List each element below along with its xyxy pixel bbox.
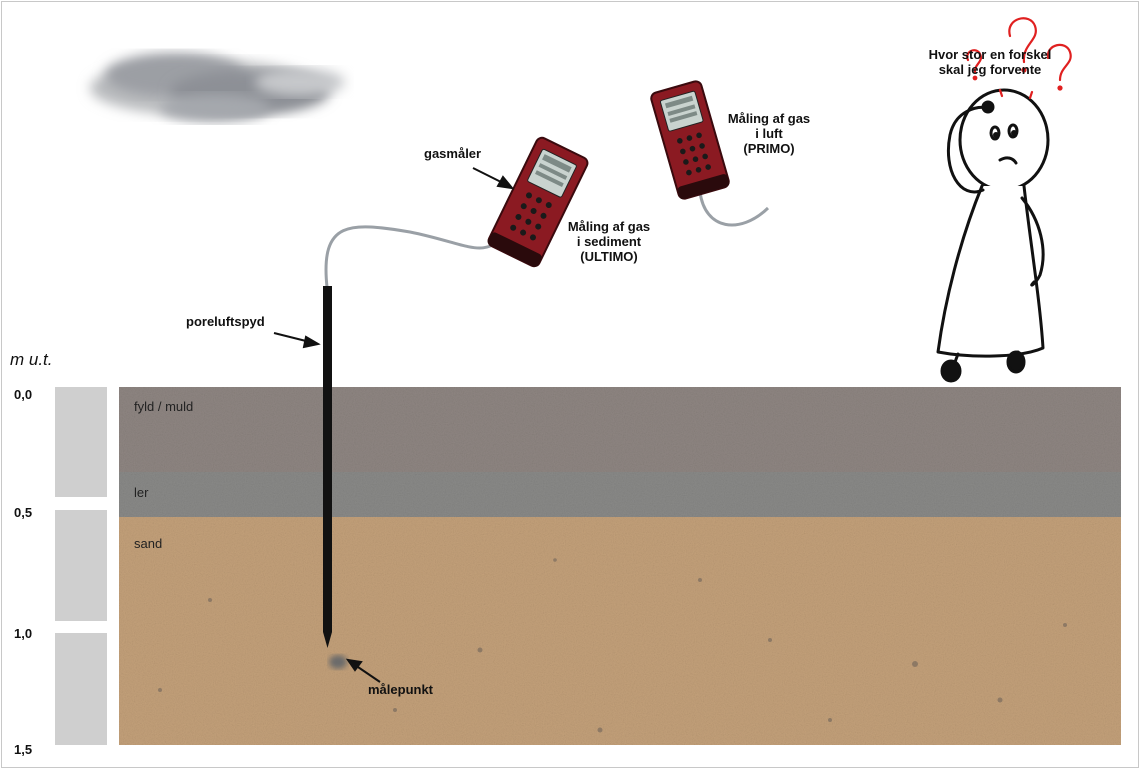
label-sediment-line3: (ULTIMO): [580, 249, 638, 264]
question-line1: Hvor stor en forskel: [928, 47, 1052, 62]
poreluftspyd-probe: [323, 286, 332, 632]
label-malepunkt: målepunkt: [368, 682, 434, 697]
layer-label-fyld-muld: fyld / muld: [134, 399, 194, 414]
label-luft-line1: Måling af gas: [727, 111, 811, 126]
depth-tick-0: 0,0: [14, 387, 33, 402]
layer-ler: [119, 472, 1121, 517]
depth-bar-1: [55, 387, 107, 497]
question-line2: skal jeg forvente: [938, 62, 1042, 77]
layer-fyld-muld: [119, 387, 1121, 472]
depth-axis-unit: m u.t.: [10, 350, 53, 369]
label-poreluftspyd: poreluftspyd: [186, 314, 265, 329]
cloud-image: [90, 53, 345, 122]
probe-tip: [323, 632, 332, 648]
measuring-point-mark: [329, 655, 347, 669]
depth-tick-2: 1,0: [14, 626, 33, 641]
gas-hose: [324, 225, 510, 288]
depth-tick-1: 0,5: [14, 505, 33, 520]
depth-bar-3: [55, 633, 107, 745]
label-luft-measure: Måling af gas i luft (PRIMO): [714, 111, 824, 156]
stick-figure-person: [936, 88, 1050, 383]
label-sediment-line1: Måling af gas: [567, 219, 651, 234]
gas-meter-primo: [650, 80, 730, 200]
layer-label-ler: ler: [134, 485, 149, 500]
speech-question: Hvor stor en forskel skal jeg forvente: [890, 47, 1090, 77]
label-sediment-measure: Måling af gas i sediment (ULTIMO): [554, 219, 664, 264]
depth-tick-3: 1,5: [14, 742, 33, 757]
gas-hose-primo: [698, 191, 770, 227]
label-luft-line2: i luft: [755, 126, 783, 141]
sand-pebbles: [158, 558, 1067, 733]
layer-label-sand: sand: [134, 536, 163, 551]
label-luft-line3: (PRIMO): [743, 141, 795, 156]
question-marks-icon: [966, 17, 1072, 100]
gas-meter-ultimo: [487, 136, 589, 268]
label-sediment-line2: i sediment: [576, 234, 642, 249]
depth-bar-2: [55, 510, 107, 621]
label-gasmaler: gasmåler: [424, 146, 482, 161]
label-arrows: [273, 167, 515, 683]
layer-sand: [119, 517, 1121, 745]
